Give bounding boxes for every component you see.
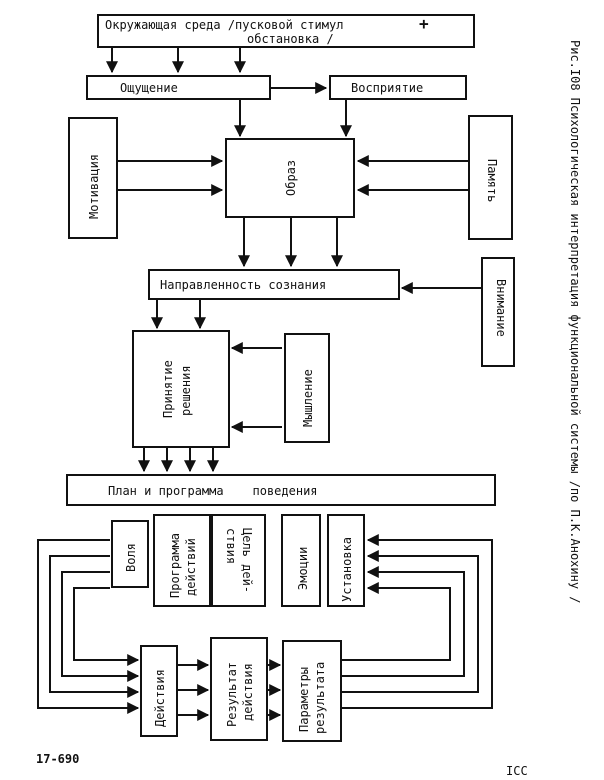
memory-box: Память [468,115,513,240]
goal-label-line1: Цель дей- [240,528,254,594]
motivation-box: Мотивация [68,117,118,239]
sensation-label: Ощущение [120,81,178,95]
image-label: Образ [284,159,298,196]
will-label: Воля [124,543,138,572]
params-label-line2: результата [313,661,327,734]
environment-label-line1: Окружающая среда /пусковой стимул [105,18,344,32]
result-label-line1: Результат [225,661,239,727]
decision-label-line1: Принятие [161,360,175,418]
actions-label: Действия [153,669,167,727]
thinking-label: Мышление [301,369,315,427]
environment-label-line2: обстановка / [247,32,334,46]
consciousness-box: Направленность сознания [148,269,400,300]
sensation-box: Ощущение [86,75,271,100]
setting-box: Установка [327,514,365,607]
actions-box: Действия [140,645,178,737]
perception-label: Восприятие [351,81,424,95]
memory-label: Память [485,159,499,203]
goal-label-line2: ствия [224,528,238,565]
image-box: Образ [225,138,355,218]
page-code: 17-690 [36,752,80,766]
program-box: Программа действий [153,514,211,607]
will-box: Воля [111,520,149,588]
plan-box: План и программа поведения [66,474,496,506]
thinking-box: Мышление [284,333,330,443]
emotions-box: Эмоции [281,514,321,607]
corner-mark: IСС [506,764,528,778]
result-label-line2: действия [241,663,255,721]
program-label-line1: Программа [168,532,182,598]
program-label-line2: действий [184,538,198,596]
decision-box: Принятие решения [132,330,230,448]
environment-box: Окружающая среда /пусковой стимул + обст… [97,14,475,48]
attention-box: Внимание [481,257,515,367]
environment-plus-mark: + [419,14,429,33]
consciousness-label: Направленность сознания [160,278,327,292]
figure-caption: Рис.I08 Психологическая интерпретация фу… [568,40,582,604]
setting-label: Установка [340,536,354,602]
params-label-line1: Параметры [297,666,311,732]
decision-label-line2: решения [179,365,193,416]
plan-label: План и программа поведения [108,484,318,498]
params-box: Параметры результата [282,640,342,742]
attention-label: Внимание [494,279,508,337]
motivation-label: Мотивация [87,153,101,219]
result-box: Результат действия [210,637,268,741]
perception-box: Восприятие [329,75,467,100]
emotions-label: Эмоции [296,546,310,590]
goal-box: Цель дей- ствия [211,514,266,607]
